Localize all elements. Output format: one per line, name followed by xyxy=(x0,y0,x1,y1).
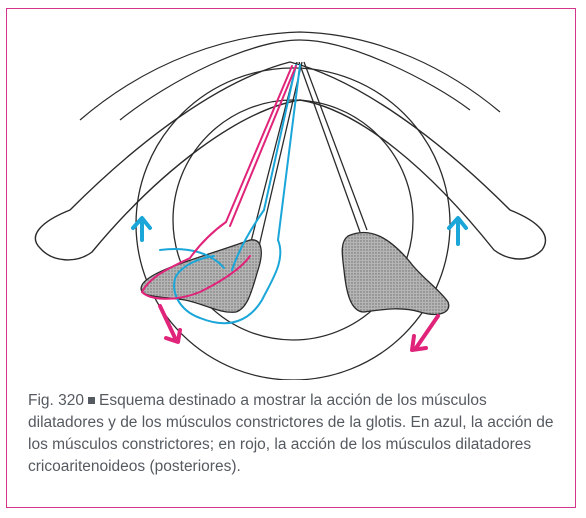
dilator-action xyxy=(140,65,297,300)
constrictor-action xyxy=(159,64,301,325)
figure-label: Fig. 320 xyxy=(28,392,85,409)
caption-bullet xyxy=(88,396,96,404)
constrictor-arrow-right xyxy=(447,216,468,246)
arytenoid-right xyxy=(341,231,450,316)
thyroid-cartilage xyxy=(34,61,547,261)
caption-text: Esquema destinado a mostrar la acción de… xyxy=(28,392,554,475)
constrictor-arrow-left xyxy=(131,216,152,242)
arytenoid-left xyxy=(140,239,262,313)
dilator-arrow-right xyxy=(410,314,440,352)
glottis-diagram xyxy=(34,31,547,380)
dilator-arrow-left xyxy=(158,304,182,344)
